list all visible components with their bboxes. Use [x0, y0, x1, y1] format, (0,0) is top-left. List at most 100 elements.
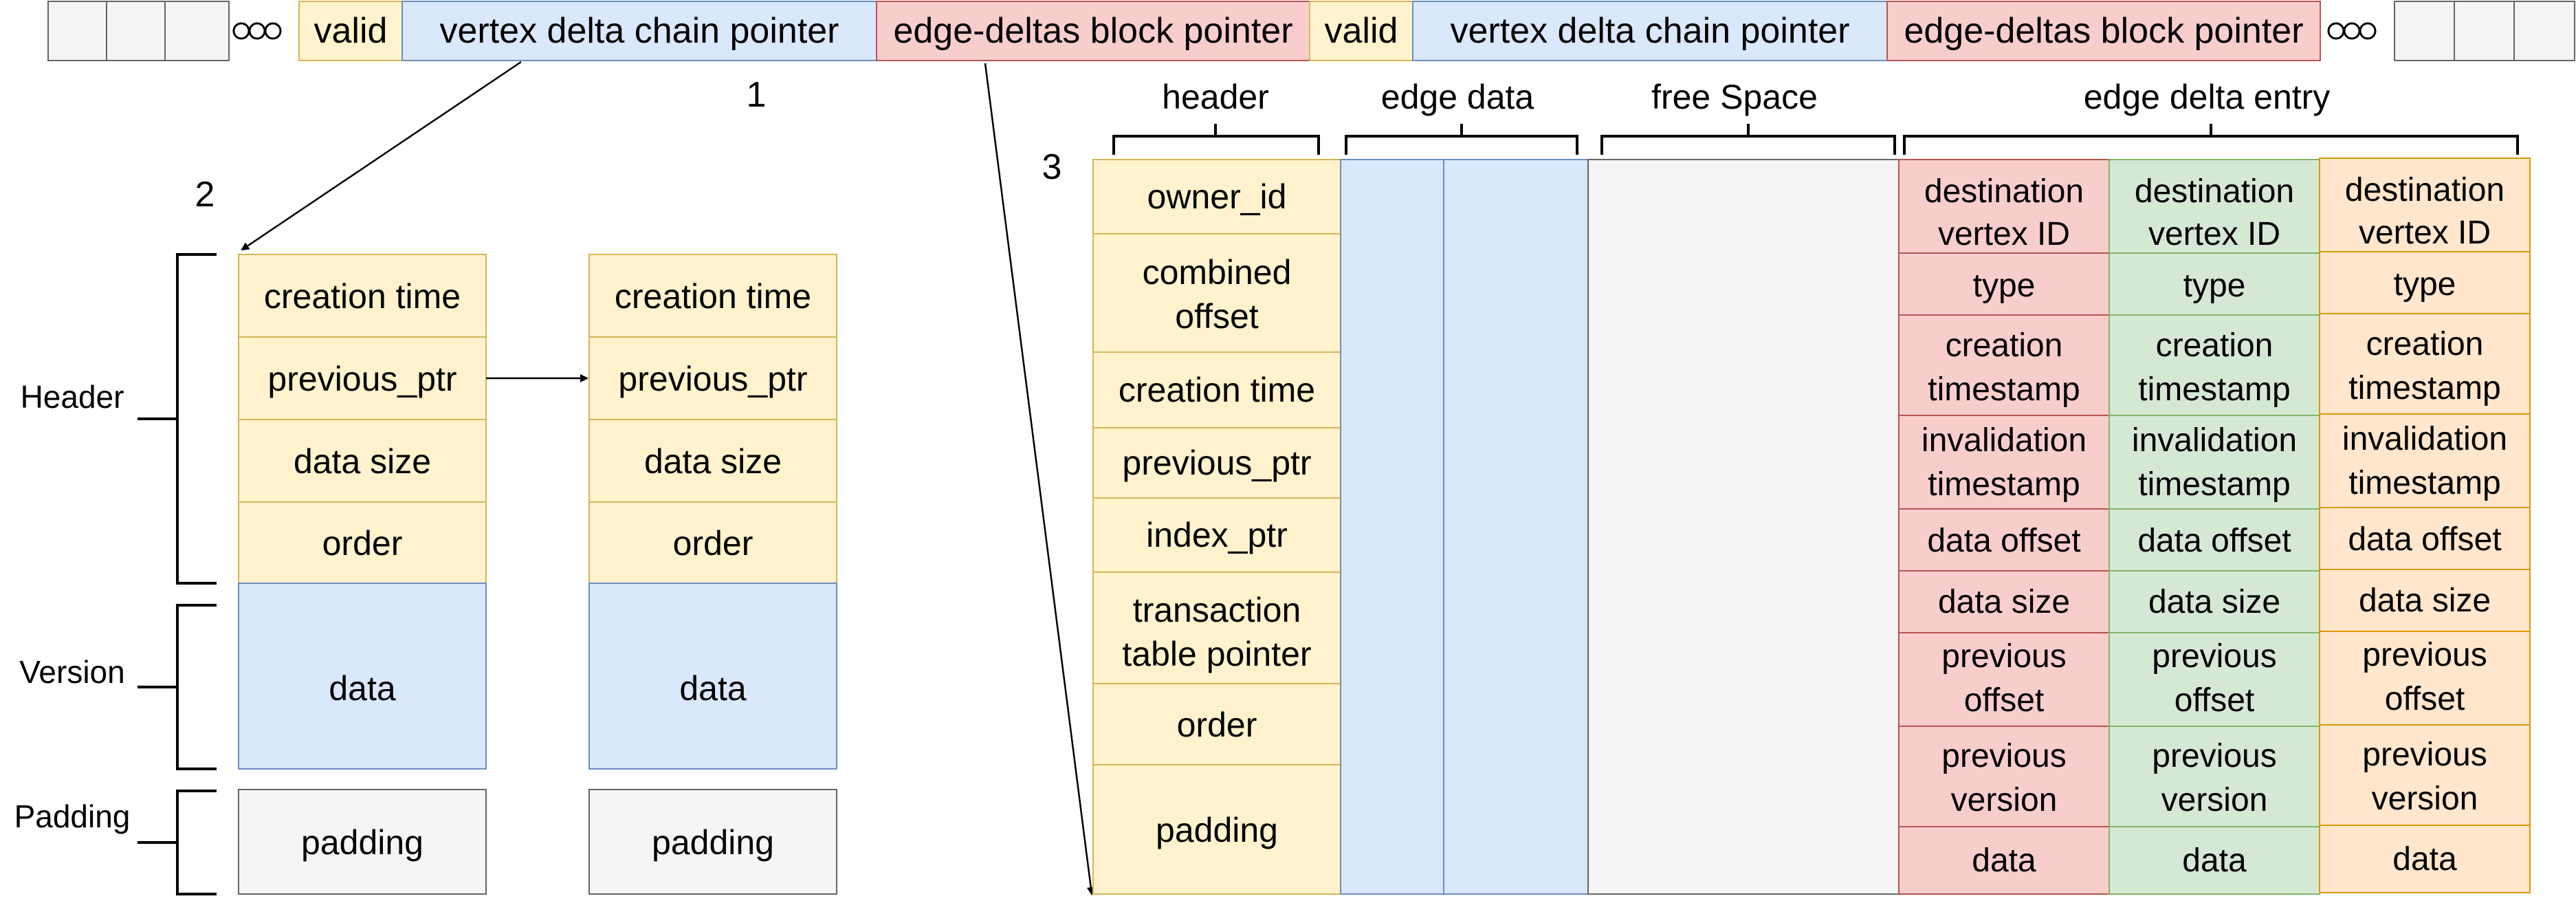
- prev-version-text-1: previous: [2152, 738, 2276, 774]
- valid-label-2: valid: [1325, 11, 1398, 51]
- index-ptr-text: index_ptr: [1146, 516, 1288, 554]
- invalidation-text-1: invalidation: [2132, 422, 2297, 459]
- field-data: [2109, 826, 2320, 895]
- vertex-ptr-label-2: vertex delta chain pointer: [1450, 11, 1849, 51]
- section-label-header: header: [1162, 78, 1269, 116]
- padding-text: padding: [1156, 811, 1278, 849]
- vertex-version-block-a: creation time previous_ptr data size ord…: [238, 254, 487, 895]
- brace-label-padding: Padding: [14, 798, 131, 834]
- dest-text-1: destination: [2345, 172, 2505, 208]
- dest-text-2: vertex ID: [2148, 216, 2280, 252]
- dest-text-1: destination: [2135, 173, 2294, 210]
- data-text: data: [329, 669, 396, 708]
- creation-text-1: creation: [2156, 327, 2274, 364]
- field-padding: [1092, 764, 1341, 895]
- data-text: data: [2392, 841, 2457, 878]
- field-previous-offset: [1898, 632, 2110, 727]
- transaction-text-2: table pointer: [1122, 635, 1311, 673]
- field-creation-timestamp: [2319, 313, 2531, 415]
- field-previous-offset: [2319, 631, 2531, 726]
- prev-offset-text-1: previous: [2152, 638, 2276, 675]
- header-brace: [137, 253, 217, 585]
- field-transaction-table-pointer: [1092, 572, 1341, 684]
- data-text: data: [2182, 842, 2247, 879]
- marker-1: 1: [747, 75, 767, 115]
- field-data: [2319, 825, 2531, 893]
- field-creation-time: [588, 254, 837, 338]
- field-data: [238, 583, 487, 770]
- data-size-text: data size: [644, 442, 782, 481]
- data-offset-text: data offset: [1927, 523, 2080, 559]
- section-label-edge-delta-entry: edge delta entry: [2084, 78, 2331, 116]
- data-size-text: data size: [2148, 584, 2280, 620]
- field-type: [2109, 252, 2320, 316]
- invalidation-text-2: timestamp: [2138, 466, 2290, 503]
- edge-ptr-label-2: edge-deltas block pointer: [1904, 11, 2303, 51]
- brace-label-version: Version: [19, 654, 124, 690]
- prev-offset-text-2: offset: [1964, 682, 2045, 719]
- field-destination-vertex-id: [2109, 159, 2320, 254]
- empty-slot: [106, 1, 166, 61]
- prev-version-text-1: previous: [1941, 738, 2066, 774]
- creation-text-1: creation: [2366, 326, 2484, 362]
- prev-version-text-2: version: [2161, 782, 2268, 818]
- combined-offset-text-1: combined: [1143, 253, 1292, 292]
- field-previous-ptr: [1092, 427, 1341, 499]
- invalidation-text-1: invalidation: [2342, 421, 2507, 457]
- empty-slot: [2394, 1, 2455, 61]
- invalidation-text-2: timestamp: [1928, 466, 2080, 503]
- creation-time-text: creation time: [264, 277, 461, 316]
- valid-field-1: [298, 1, 403, 61]
- edge-delta-entry-3: destination vertex ID type creation time…: [2319, 157, 2531, 893]
- previous-ptr-text: previous_ptr: [618, 360, 807, 398]
- edge-block-header-column: [1092, 159, 1341, 895]
- prev-version-text-2: version: [2372, 781, 2478, 817]
- vertex-ptr-field-1: [401, 1, 877, 61]
- owner-id-text: owner_id: [1147, 177, 1287, 216]
- edge-deltas-block: header edge data free Space edge delta e…: [1092, 78, 2531, 895]
- valid-label-1: valid: [314, 11, 388, 51]
- field-data-offset: [2319, 507, 2531, 570]
- data-offset-text: data offset: [2348, 521, 2501, 558]
- creation-time-text: creation time: [1119, 371, 1315, 409]
- left-braces: [137, 253, 217, 895]
- header-brace: [1112, 124, 1320, 155]
- padding-brace: [137, 790, 217, 895]
- edge-data-column-1: [1340, 159, 1444, 895]
- type-text: type: [2183, 268, 2246, 304]
- creation-text-2: timestamp: [2138, 371, 2290, 408]
- data-text: data: [679, 669, 747, 708]
- prev-offset-text-1: previous: [2362, 637, 2487, 673]
- empty-slot: [2454, 1, 2515, 61]
- padding-text: padding: [652, 823, 774, 862]
- ellipsis-circles-icon: [2327, 22, 2377, 40]
- field-data: [588, 583, 837, 770]
- brace-label-header: Header: [21, 379, 124, 415]
- free-space-area: [1587, 159, 1900, 895]
- edge-data-column-2: [1443, 159, 1589, 895]
- vertex-chain: Header Version Padding creation time pre…: [14, 253, 837, 895]
- ellipsis-circles-icon: [232, 22, 282, 40]
- field-type: [1898, 252, 2110, 316]
- invalidation-text-2: timestamp: [2348, 465, 2500, 501]
- field-data-size: [2319, 569, 2531, 632]
- dest-text-1: destination: [1924, 173, 2084, 210]
- invalidation-text-1: invalidation: [1922, 422, 2087, 459]
- edge-delta-entry-brace: [1903, 124, 2519, 155]
- edge-block-header-text: owner_id combined offset creation time p…: [1119, 177, 1315, 849]
- field-data: [1898, 826, 2110, 895]
- marker-2: 2: [195, 175, 215, 215]
- edge-ptr-field-1: [876, 1, 1310, 61]
- vertex-ptr-field-2: [1412, 1, 1888, 61]
- version-brace: [137, 604, 217, 770]
- field-previous-version: [2109, 726, 2320, 827]
- vertex-version-block-b: creation time previous_ptr data size ord…: [588, 254, 837, 895]
- field-creation-timestamp: [2109, 314, 2320, 416]
- free-space-brace: [1600, 124, 1896, 155]
- previous-ptr-text: previous_ptr: [1122, 444, 1311, 482]
- field-type: [2319, 251, 2531, 314]
- previous-ptr-text: previous_ptr: [267, 360, 456, 398]
- prev-offset-text-2: offset: [2385, 681, 2465, 717]
- prev-version-text-2: version: [1951, 782, 2058, 818]
- edge-data-brace: [1345, 124, 1578, 155]
